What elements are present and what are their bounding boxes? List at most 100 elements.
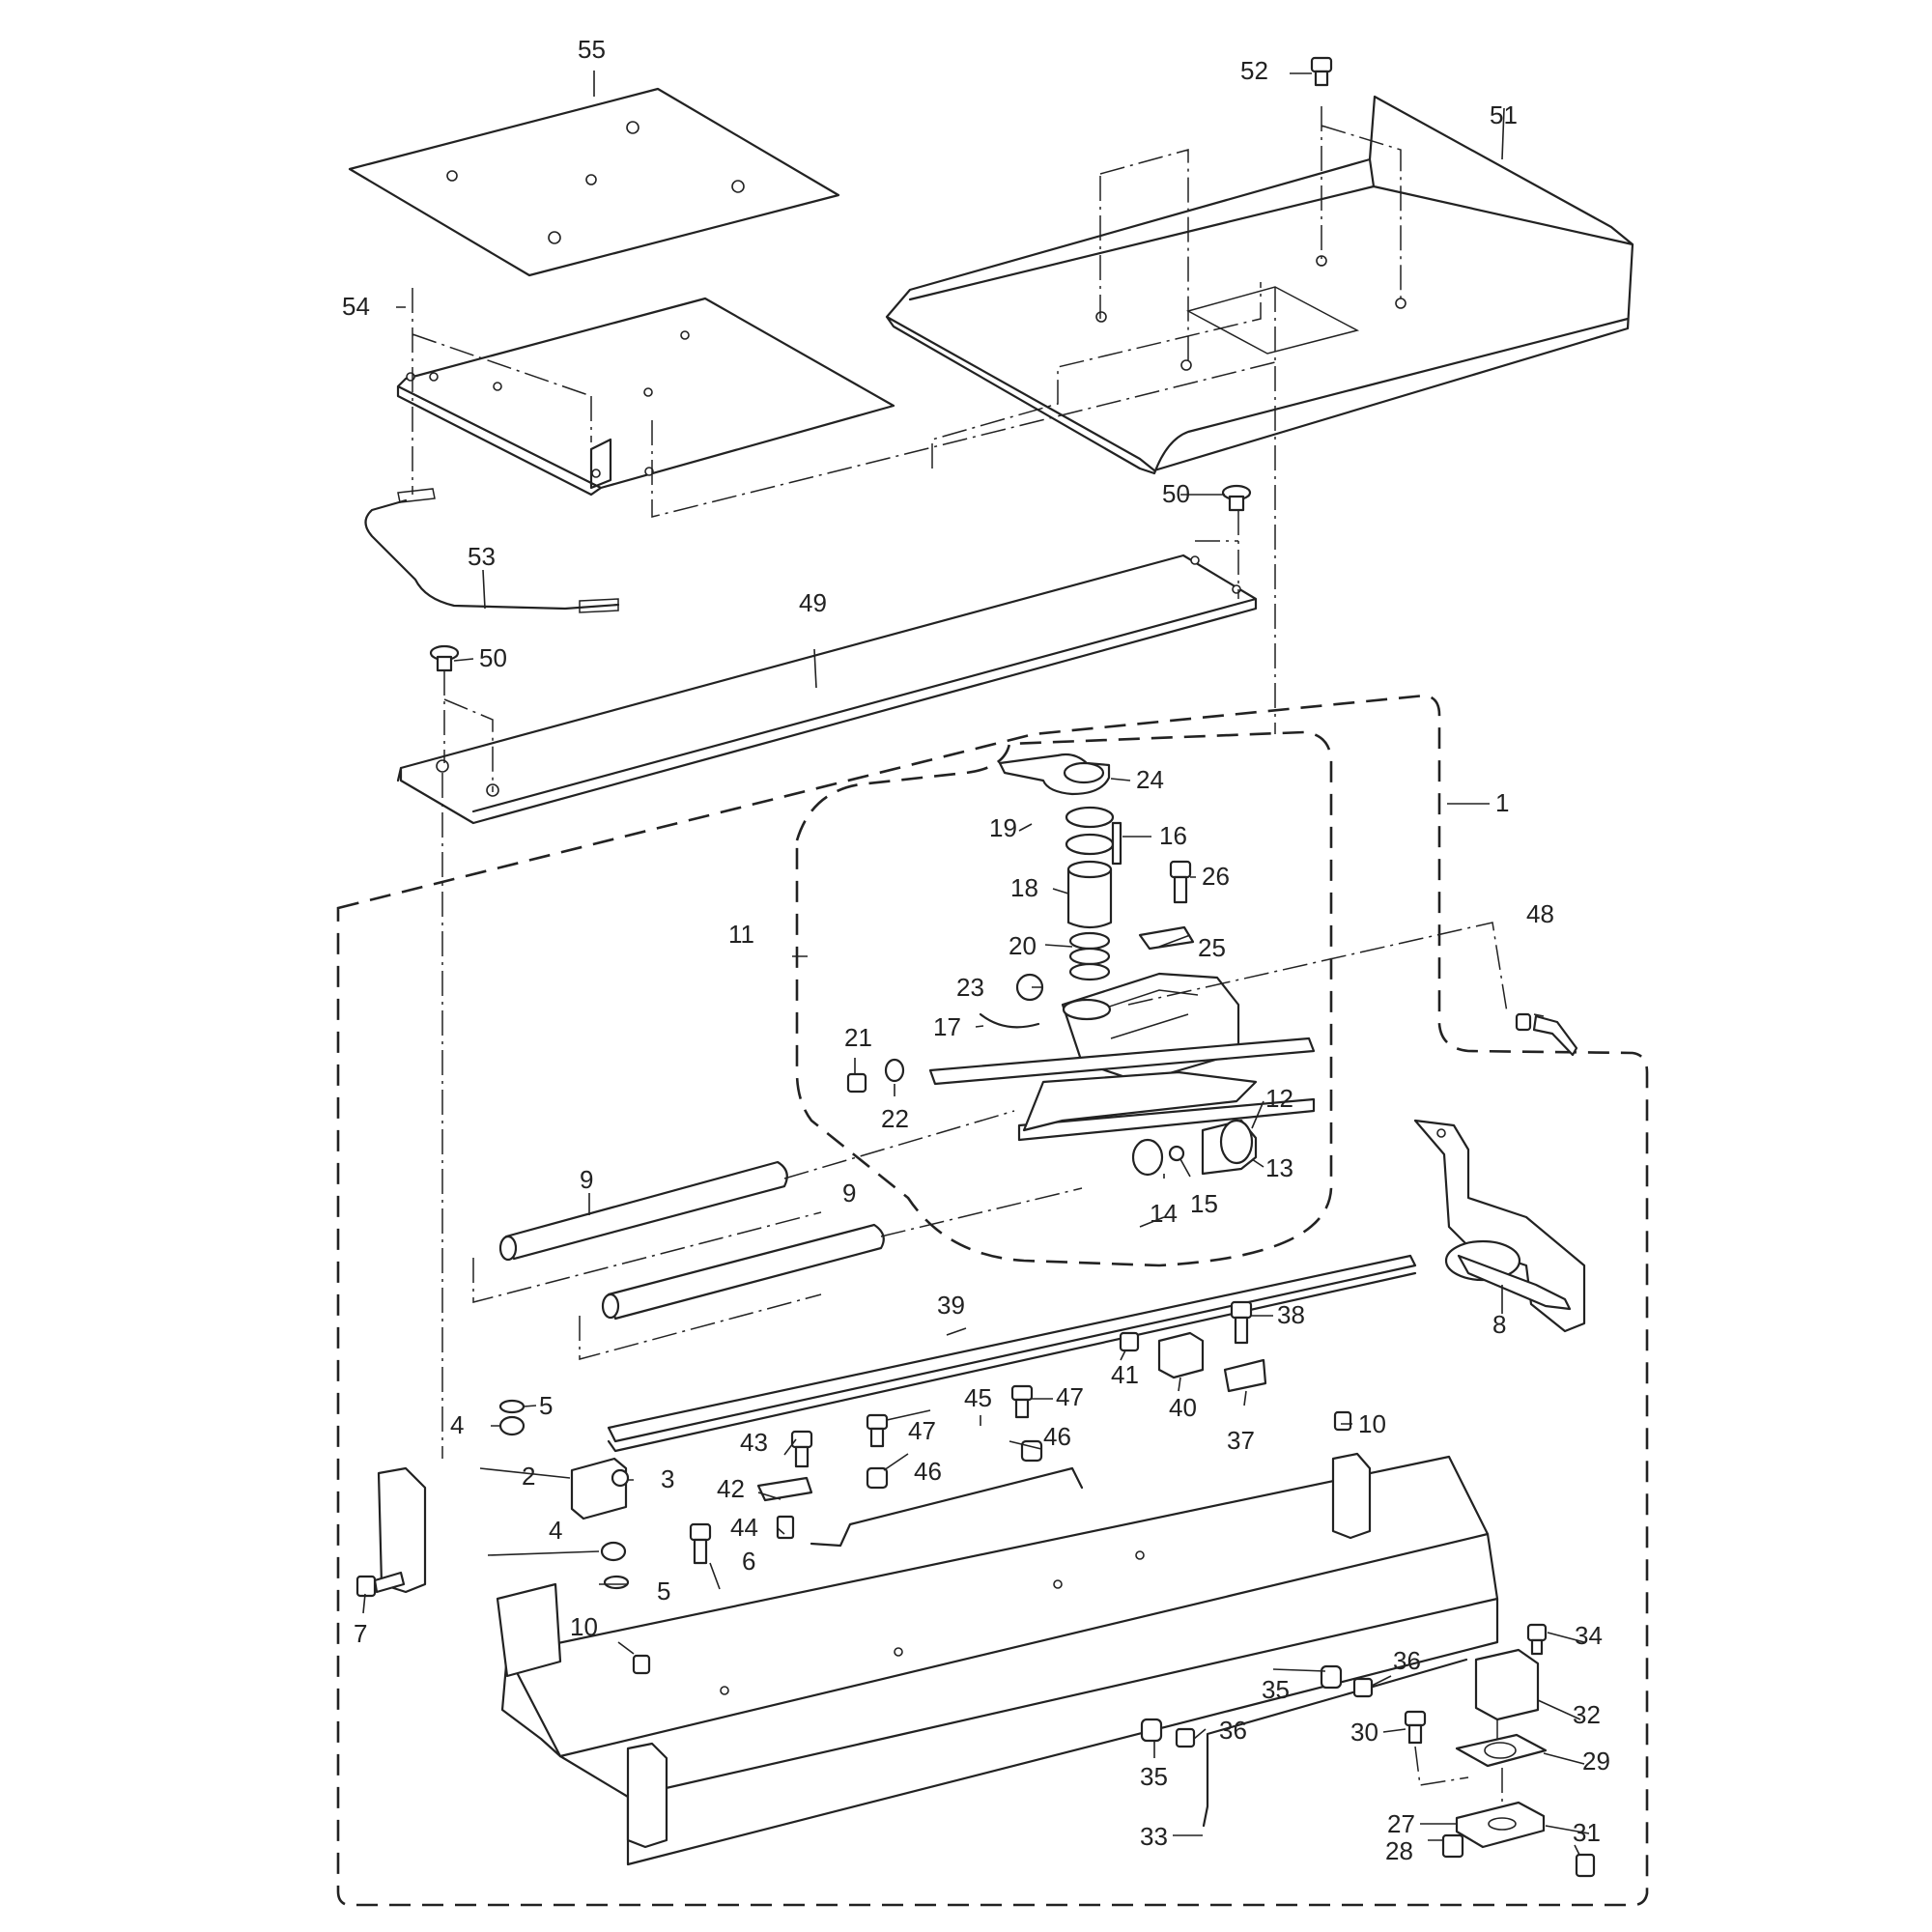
- callout-9a: 9: [580, 1165, 593, 1194]
- callout-47a: 47: [1056, 1382, 1084, 1411]
- callout-1: 1: [1495, 788, 1509, 817]
- part-30-screw: [1404, 1710, 1427, 1745]
- callout-33: 33: [1140, 1822, 1168, 1851]
- part-43-screw: [790, 1430, 813, 1468]
- part-25-bracket: [1138, 925, 1195, 951]
- callout-2: 2: [522, 1462, 535, 1491]
- part-33-cable: [1202, 1658, 1468, 1828]
- part-42-plate: [756, 1476, 813, 1502]
- callout-7: 7: [354, 1619, 367, 1648]
- callout-10a: 10: [1358, 1409, 1386, 1438]
- callout-23: 23: [956, 973, 984, 1002]
- callout-50b: 50: [479, 643, 507, 672]
- callout-30: 30: [1350, 1718, 1378, 1747]
- part-9-shaft-lower: [601, 1223, 885, 1321]
- part-24-clamp: [998, 753, 1111, 796]
- part-54-plate: [396, 297, 895, 497]
- base-frame: [377, 1452, 1499, 1866]
- callout-35b: 35: [1140, 1762, 1168, 1791]
- callout-32: 32: [1573, 1700, 1601, 1729]
- callout-10b: 10: [570, 1612, 598, 1641]
- callout-6: 6: [742, 1547, 755, 1576]
- group-1-outline: [336, 694, 1649, 1907]
- part-52-screw: [1310, 56, 1333, 87]
- part-32-motor: [1474, 1648, 1540, 1721]
- callout-50a: 50: [1162, 479, 1190, 508]
- part-20-orings: [1068, 931, 1111, 981]
- part-19-rings: [1065, 806, 1115, 856]
- callout-15: 15: [1190, 1189, 1218, 1218]
- part-22-washer: [884, 1058, 905, 1083]
- callout-12: 12: [1265, 1084, 1293, 1113]
- part-3-screw: [611, 1468, 630, 1488]
- part-4-rollers: [498, 1415, 627, 1562]
- callout-46b: 46: [914, 1457, 942, 1486]
- callout-19: 19: [989, 813, 1017, 842]
- part-34-screw: [1526, 1623, 1548, 1656]
- callout-8: 8: [1492, 1310, 1506, 1339]
- part-11-carriage-body: [928, 972, 1316, 1142]
- callout-22: 22: [881, 1104, 909, 1133]
- part-7-screw: [355, 1571, 406, 1598]
- callout-52: 52: [1240, 56, 1268, 85]
- part-37-bracket: [1223, 1358, 1267, 1393]
- callout-36a: 36: [1393, 1646, 1421, 1675]
- callout-28: 28: [1385, 1836, 1413, 1865]
- part-38-screw: [1230, 1300, 1253, 1345]
- callout-36b: 36: [1219, 1716, 1247, 1745]
- callout-43: 43: [740, 1428, 768, 1457]
- callout-20: 20: [1009, 931, 1037, 960]
- callout-21: 21: [844, 1023, 872, 1052]
- part-39-belt: [607, 1254, 1417, 1453]
- callout-35a: 35: [1262, 1675, 1290, 1704]
- part-55-pad: [348, 87, 840, 277]
- callout-54: 54: [342, 292, 370, 321]
- part-8-pulley-bracket: [1413, 1119, 1586, 1333]
- callout-37: 37: [1227, 1426, 1255, 1455]
- callout-9b: 9: [842, 1179, 856, 1208]
- part-35-clamps: [1140, 1664, 1343, 1743]
- callout-11: 11: [728, 920, 754, 949]
- callout-17: 17: [933, 1012, 961, 1041]
- part-45-cable: [810, 1466, 1084, 1548]
- callout-31: 31: [1573, 1818, 1601, 1847]
- callout-49: 49: [799, 588, 827, 617]
- callout-55: 55: [578, 35, 606, 64]
- leader-lines: [362, 71, 1590, 1856]
- part-51-table: [885, 95, 1634, 475]
- part-17-clip: [979, 1012, 1040, 1029]
- part-21-screw: [846, 1072, 867, 1094]
- part-9-shaft-upper: [498, 1160, 788, 1262]
- part-26-screw: [1169, 860, 1192, 904]
- callout-18: 18: [1010, 873, 1038, 902]
- part-12-13-roller: [1201, 1119, 1258, 1176]
- callout-25: 25: [1198, 933, 1226, 962]
- part-46-clamps: [866, 1439, 1043, 1490]
- callout-27: 27: [1387, 1809, 1415, 1838]
- part-50-screw-a: [1221, 484, 1252, 512]
- part-31-screw: [1575, 1853, 1596, 1878]
- callout-5b: 5: [657, 1577, 670, 1605]
- callout-34: 34: [1575, 1621, 1603, 1650]
- callout-48: 48: [1526, 899, 1554, 928]
- callout-4a: 4: [450, 1410, 464, 1439]
- callout-40: 40: [1169, 1393, 1197, 1422]
- callout-38: 38: [1277, 1300, 1305, 1329]
- callout-16: 16: [1159, 821, 1187, 850]
- part-36-screws: [1175, 1677, 1374, 1748]
- callout-53: 53: [468, 542, 496, 571]
- callout-26: 26: [1202, 862, 1230, 891]
- part-28-screw: [1441, 1833, 1464, 1859]
- callout-3: 3: [661, 1464, 674, 1493]
- part-40-block: [1157, 1331, 1205, 1379]
- callout-42: 42: [717, 1474, 745, 1503]
- callout-13: 13: [1265, 1153, 1293, 1182]
- part-16-pin: [1111, 821, 1122, 866]
- part-10-screws: [632, 1410, 1352, 1675]
- part-44-connector: [776, 1515, 795, 1540]
- part-2-bracket: [570, 1457, 628, 1520]
- callout-14: 14: [1150, 1199, 1178, 1228]
- part-50-screw-b: [429, 644, 460, 672]
